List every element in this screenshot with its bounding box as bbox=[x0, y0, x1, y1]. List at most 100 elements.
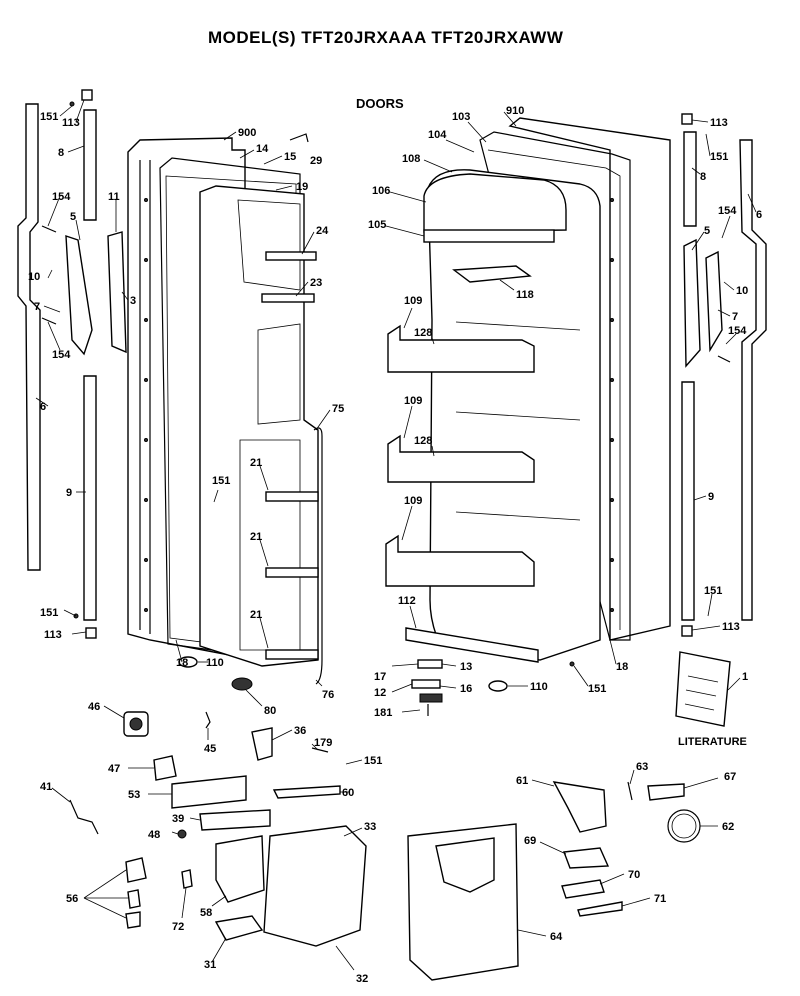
callout: 154 bbox=[52, 191, 71, 203]
callout: 10 bbox=[736, 285, 748, 297]
callout: 56 bbox=[66, 893, 78, 905]
callout: 151 bbox=[588, 683, 606, 695]
callout: 9 bbox=[66, 487, 72, 499]
callout: 154 bbox=[718, 205, 737, 217]
callout: 47 bbox=[108, 763, 120, 775]
dispenser-parts bbox=[69, 711, 701, 981]
callout: 39 bbox=[172, 813, 184, 825]
callout: 17 bbox=[374, 671, 386, 683]
callout: 109 bbox=[404, 295, 422, 307]
callout: 1 bbox=[742, 671, 748, 683]
callout: 76 bbox=[322, 689, 334, 701]
callout: 18 bbox=[616, 661, 628, 673]
callout: 6 bbox=[756, 209, 762, 221]
callout: 46 bbox=[88, 701, 100, 713]
callout: 128 bbox=[414, 327, 432, 339]
callout: 112 bbox=[398, 595, 416, 607]
callout: 103 bbox=[452, 111, 470, 123]
callout: 80 bbox=[264, 705, 276, 717]
callout: 7 bbox=[732, 311, 738, 323]
page-title: MODEL(S) TFT20JRXAAA TFT20JRXAWW bbox=[208, 28, 564, 47]
callout: 45 bbox=[204, 743, 216, 755]
callout: 109 bbox=[404, 495, 422, 507]
callout: 48 bbox=[148, 829, 160, 841]
callout: 64 bbox=[550, 931, 563, 943]
callout: 9 bbox=[708, 491, 714, 503]
callout: 151 bbox=[40, 111, 58, 123]
callout: 113 bbox=[62, 117, 80, 129]
callout: 21 bbox=[250, 609, 262, 621]
callout: 15 bbox=[284, 151, 296, 163]
callout: 61 bbox=[516, 775, 528, 787]
callout: 62 bbox=[722, 821, 734, 833]
callout: 105 bbox=[368, 219, 386, 231]
callout: 151 bbox=[40, 607, 58, 619]
callout: 71 bbox=[654, 893, 666, 905]
callout: 113 bbox=[722, 621, 740, 633]
callout: 113 bbox=[44, 629, 62, 641]
left-door-assembly bbox=[127, 133, 323, 691]
callout: 179 bbox=[314, 737, 332, 749]
callout: 154 bbox=[52, 349, 71, 361]
callout: 24 bbox=[316, 225, 329, 237]
callout: 11 bbox=[108, 191, 120, 203]
callout: 19 bbox=[296, 181, 308, 193]
callout: 154 bbox=[728, 325, 747, 337]
callout: 69 bbox=[524, 835, 536, 847]
callout: 910 bbox=[506, 105, 524, 117]
callout: 60 bbox=[342, 787, 354, 799]
callout: 128 bbox=[414, 435, 432, 447]
callout: 110 bbox=[530, 681, 548, 693]
callout: 110 bbox=[206, 657, 224, 669]
literature-label: LITERATURE bbox=[678, 736, 747, 748]
callout: 72 bbox=[172, 921, 184, 933]
callout: 29 bbox=[310, 155, 322, 167]
callout: 21 bbox=[250, 531, 262, 543]
callout: 7 bbox=[34, 301, 40, 313]
callout: 16 bbox=[460, 683, 472, 695]
callout: 151 bbox=[212, 475, 230, 487]
section-label: DOORS bbox=[356, 96, 404, 111]
callout: 109 bbox=[404, 395, 422, 407]
callout: 32 bbox=[356, 973, 368, 985]
callout: 8 bbox=[58, 147, 64, 159]
right-door-assembly bbox=[385, 117, 671, 716]
callout: 108 bbox=[402, 153, 420, 165]
callout: 104 bbox=[428, 129, 447, 141]
callout: 900 bbox=[238, 127, 256, 139]
leader-lines bbox=[35, 99, 757, 971]
literature-booklet bbox=[675, 651, 731, 727]
callout: 181 bbox=[374, 707, 392, 719]
callout: 21 bbox=[250, 457, 262, 469]
callout: 13 bbox=[460, 661, 472, 673]
right-trim-parts bbox=[681, 113, 767, 637]
callout: 3 bbox=[130, 295, 136, 307]
callout: 63 bbox=[636, 761, 648, 773]
callout: 5 bbox=[704, 225, 710, 237]
callout: 8 bbox=[700, 171, 706, 183]
callout: 23 bbox=[310, 277, 322, 289]
callout: 70 bbox=[628, 869, 640, 881]
callout: 113 bbox=[710, 117, 728, 129]
callout: 31 bbox=[204, 959, 216, 971]
callout: 36 bbox=[294, 725, 306, 737]
callout: 106 bbox=[372, 185, 390, 197]
callout: 67 bbox=[724, 771, 736, 783]
callout: 14 bbox=[256, 143, 269, 155]
callout: 6 bbox=[40, 401, 46, 413]
callout: 75 bbox=[332, 403, 344, 415]
callout: 33 bbox=[364, 821, 376, 833]
callout: 12 bbox=[374, 687, 386, 699]
callout: 10 bbox=[28, 271, 40, 283]
callout: 151 bbox=[704, 585, 722, 597]
callout: 5 bbox=[70, 211, 76, 223]
callout: 118 bbox=[516, 289, 534, 301]
left-trim-parts bbox=[17, 89, 127, 639]
callout-labels: 151 113 8 154 5 11 10 7 3 154 6 9 151 11… bbox=[28, 105, 762, 985]
callout: 58 bbox=[200, 907, 212, 919]
callout: 151 bbox=[710, 151, 728, 163]
callout: 18 bbox=[176, 657, 188, 669]
callout: 53 bbox=[128, 789, 140, 801]
